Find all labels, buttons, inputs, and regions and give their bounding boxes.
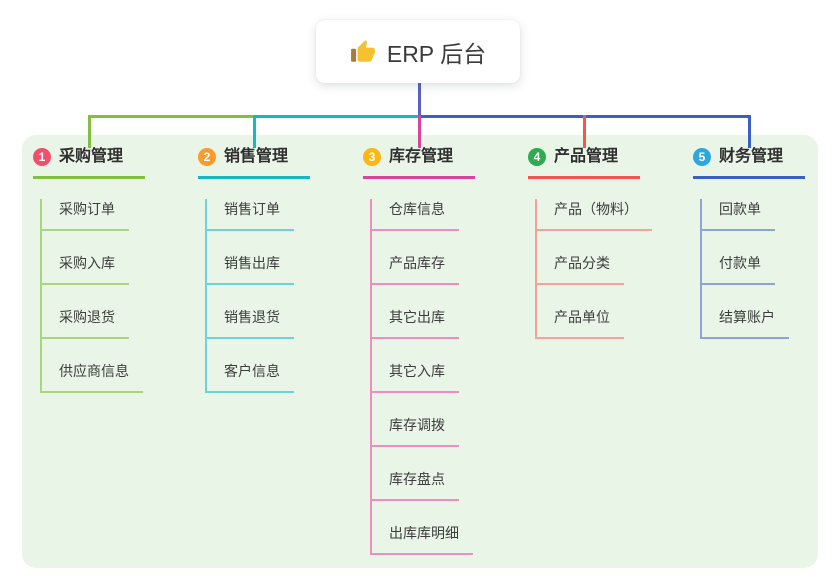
branch-node-inventory[interactable]: 3 库存管理 bbox=[363, 147, 475, 179]
branch-number-badge: 5 bbox=[693, 148, 711, 166]
branch-number-badge: 1 bbox=[33, 148, 51, 166]
connector-bus-purchase bbox=[88, 115, 256, 118]
child-node[interactable]: 采购退货 bbox=[42, 307, 129, 339]
root-node[interactable]: ERP 后台 bbox=[316, 20, 520, 83]
branch-finance: 5 财务管理 回款单 付款单 结算账户 bbox=[693, 147, 839, 339]
child-node[interactable]: 销售订单 bbox=[207, 199, 294, 231]
child-node[interactable]: 供应商信息 bbox=[42, 361, 143, 393]
branch-purchase: 1 采购管理 采购订单 采购入库 采购退货 供应商信息 bbox=[33, 147, 185, 393]
child-node[interactable]: 产品（物料） bbox=[537, 199, 652, 231]
child-node[interactable]: 其它入库 bbox=[372, 361, 459, 393]
child-node[interactable]: 付款单 bbox=[702, 253, 775, 285]
branch-label: 库存管理 bbox=[389, 148, 454, 165]
branch-node-sales[interactable]: 2 销售管理 bbox=[198, 147, 310, 179]
child-node[interactable]: 库存盘点 bbox=[372, 469, 459, 501]
root-node-label: ERP 后台 bbox=[386, 40, 487, 67]
branch-inventory: 3 库存管理 仓库信息 产品库存 其它出库 其它入库 库存调拨 库存盘点 出库库… bbox=[363, 147, 515, 555]
branch-sales: 2 销售管理 销售订单 销售出库 销售退货 客户信息 bbox=[198, 147, 350, 393]
branch-product: 4 产品管理 产品（物料） 产品分类 产品单位 bbox=[528, 147, 680, 339]
branch-label: 采购管理 bbox=[59, 148, 124, 165]
thumbs-up-icon bbox=[350, 39, 375, 62]
child-node[interactable]: 销售出库 bbox=[207, 253, 294, 285]
branch-children-finance: 回款单 付款单 结算账户 bbox=[700, 199, 789, 339]
child-node[interactable]: 客户信息 bbox=[207, 361, 294, 393]
child-node[interactable]: 出库库明细 bbox=[372, 523, 473, 555]
branch-label: 财务管理 bbox=[719, 148, 784, 165]
connector-drop-sales bbox=[253, 115, 256, 148]
branch-number-badge: 2 bbox=[198, 148, 216, 166]
connector-bus-sales bbox=[253, 115, 421, 118]
child-node[interactable]: 产品分类 bbox=[537, 253, 624, 285]
child-node[interactable]: 结算账户 bbox=[702, 307, 789, 339]
branches-panel bbox=[22, 135, 818, 568]
child-node[interactable]: 产品库存 bbox=[372, 253, 459, 285]
connector-root-line bbox=[418, 82, 421, 116]
branch-children-sales: 销售订单 销售出库 销售退货 客户信息 bbox=[205, 199, 294, 393]
branch-label: 产品管理 bbox=[554, 148, 619, 165]
branch-number-badge: 4 bbox=[528, 148, 546, 166]
child-node[interactable]: 其它出库 bbox=[372, 307, 459, 339]
connector-drop-finance bbox=[748, 115, 751, 148]
child-node[interactable]: 库存调拨 bbox=[372, 415, 459, 447]
branch-children-product: 产品（物料） 产品分类 产品单位 bbox=[535, 199, 652, 339]
branch-node-product[interactable]: 4 产品管理 bbox=[528, 147, 640, 179]
branch-children-inventory: 仓库信息 产品库存 其它出库 其它入库 库存调拨 库存盘点 出库库明细 bbox=[370, 199, 473, 555]
child-node[interactable]: 仓库信息 bbox=[372, 199, 459, 231]
child-node[interactable]: 产品单位 bbox=[537, 307, 624, 339]
branch-label: 销售管理 bbox=[224, 148, 289, 165]
connector-drop-inventory bbox=[418, 115, 421, 148]
branch-number-badge: 3 bbox=[363, 148, 381, 166]
child-node[interactable]: 采购入库 bbox=[42, 253, 129, 285]
branch-node-finance[interactable]: 5 财务管理 bbox=[693, 147, 805, 179]
connector-drop-purchase bbox=[88, 115, 91, 148]
child-node[interactable]: 采购订单 bbox=[42, 199, 129, 231]
child-node[interactable]: 回款单 bbox=[702, 199, 775, 231]
branch-node-purchase[interactable]: 1 采购管理 bbox=[33, 147, 145, 179]
connector-drop-product bbox=[583, 115, 586, 148]
child-node[interactable]: 销售退货 bbox=[207, 307, 294, 339]
branch-children-purchase: 采购订单 采购入库 采购退货 供应商信息 bbox=[40, 199, 143, 393]
